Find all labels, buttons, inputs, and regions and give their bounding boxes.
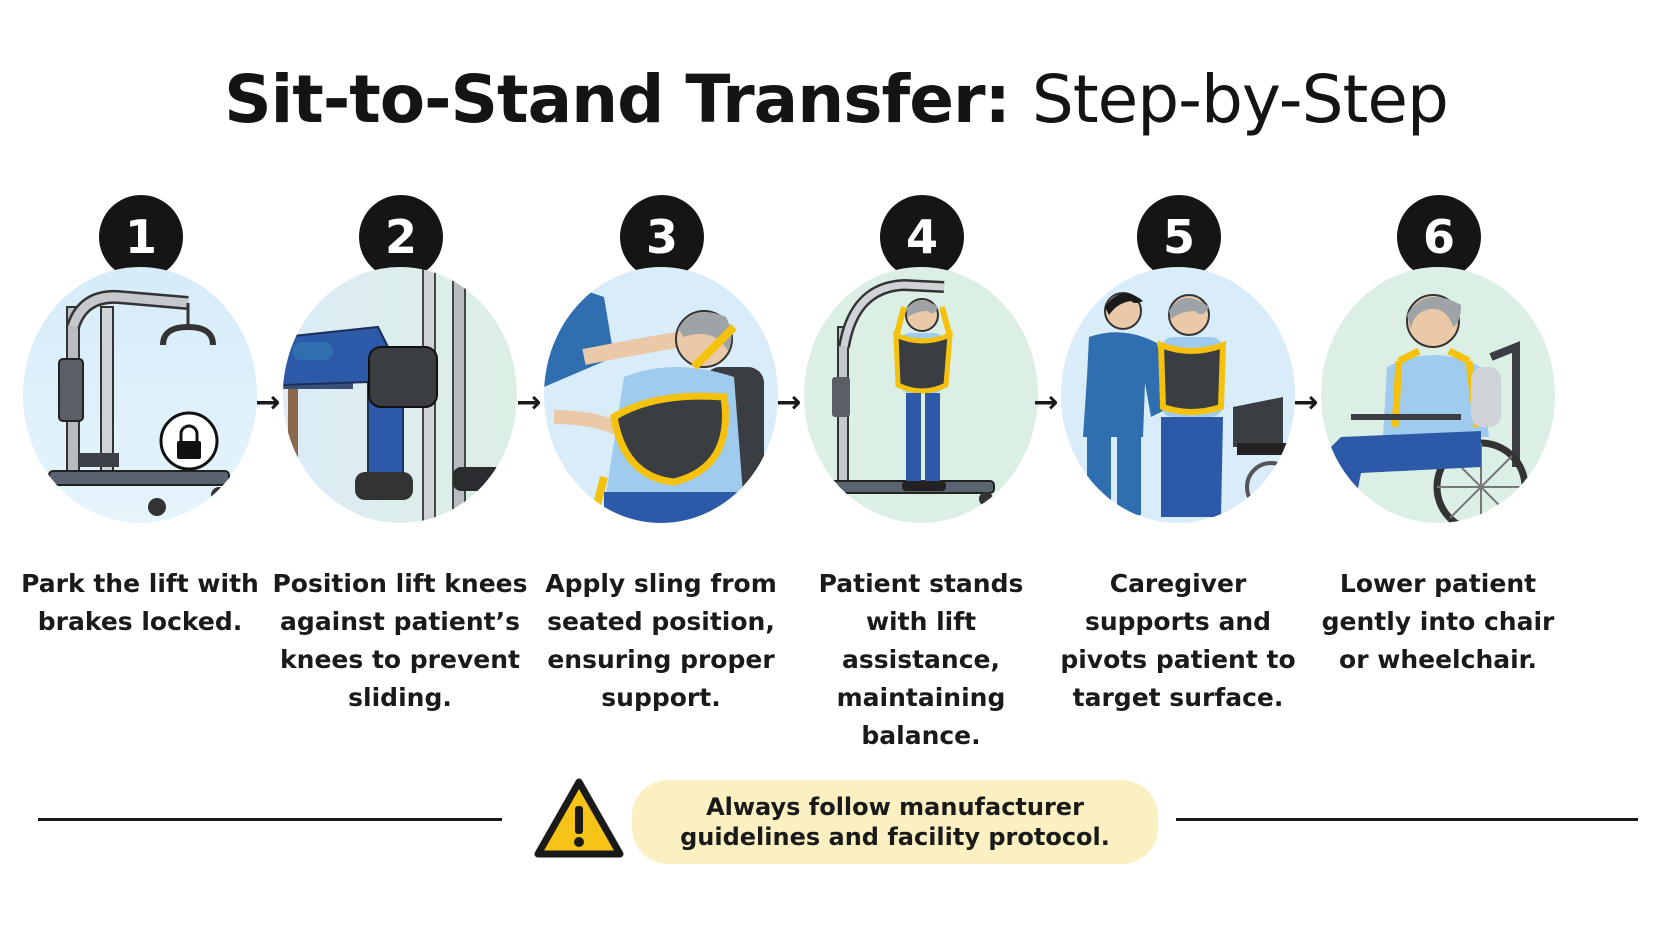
step-caption: Position lift knees against patient’s kn… [272,569,528,712]
step-5-illustration [1061,267,1295,523]
step-1-illustration [23,267,257,523]
warning-triangle-icon [534,778,624,858]
step-number-badge: 5 [1137,195,1221,279]
step-caption: Park the lift with brakes locked. [21,569,259,636]
knee-pad-position-icon [283,267,517,523]
step-2-illustration [283,267,517,523]
step-4-illustration [804,267,1038,523]
step-number-badge: 3 [620,195,704,279]
divider-left [38,818,502,821]
step-3-illustration [544,267,778,523]
step-number-badge: 4 [880,195,964,279]
safety-note: Always follow manufacturer guidelines an… [632,780,1158,864]
step-6-illustration [1321,267,1555,523]
next-arrow-icon: → [516,385,542,420]
next-arrow-icon: → [255,385,281,420]
step-number-badge: 1 [99,195,183,279]
divider-right [1176,818,1638,821]
step-number-badge: 6 [1397,195,1481,279]
title-light: Step-by-Step [1031,61,1449,138]
apply-sling-icon [544,267,778,523]
step-caption: Caregiver supports and pivots patient to… [1060,569,1296,712]
patient-standing-lift-icon [804,267,1038,523]
caregiver-pivot-icon [1061,267,1295,523]
next-arrow-icon: → [1033,385,1059,420]
step-caption: Apply sling from seated position, ensuri… [545,569,777,712]
step-caption: Lower patient gently into chair or wheel… [1321,569,1555,674]
next-arrow-icon: → [1293,385,1319,420]
title-bold: Sit-to-Stand Transfer: [224,61,1011,138]
page-title: Sit-to-Stand Transfer: Step-by-Step [0,60,1672,140]
step-number-badge: 2 [359,195,443,279]
step-caption: Patient stands with lift assistance, mai… [818,569,1024,750]
patient-lift-locked-icon [23,267,257,523]
patient-wheelchair-icon [1321,267,1555,523]
next-arrow-icon: → [776,385,802,420]
